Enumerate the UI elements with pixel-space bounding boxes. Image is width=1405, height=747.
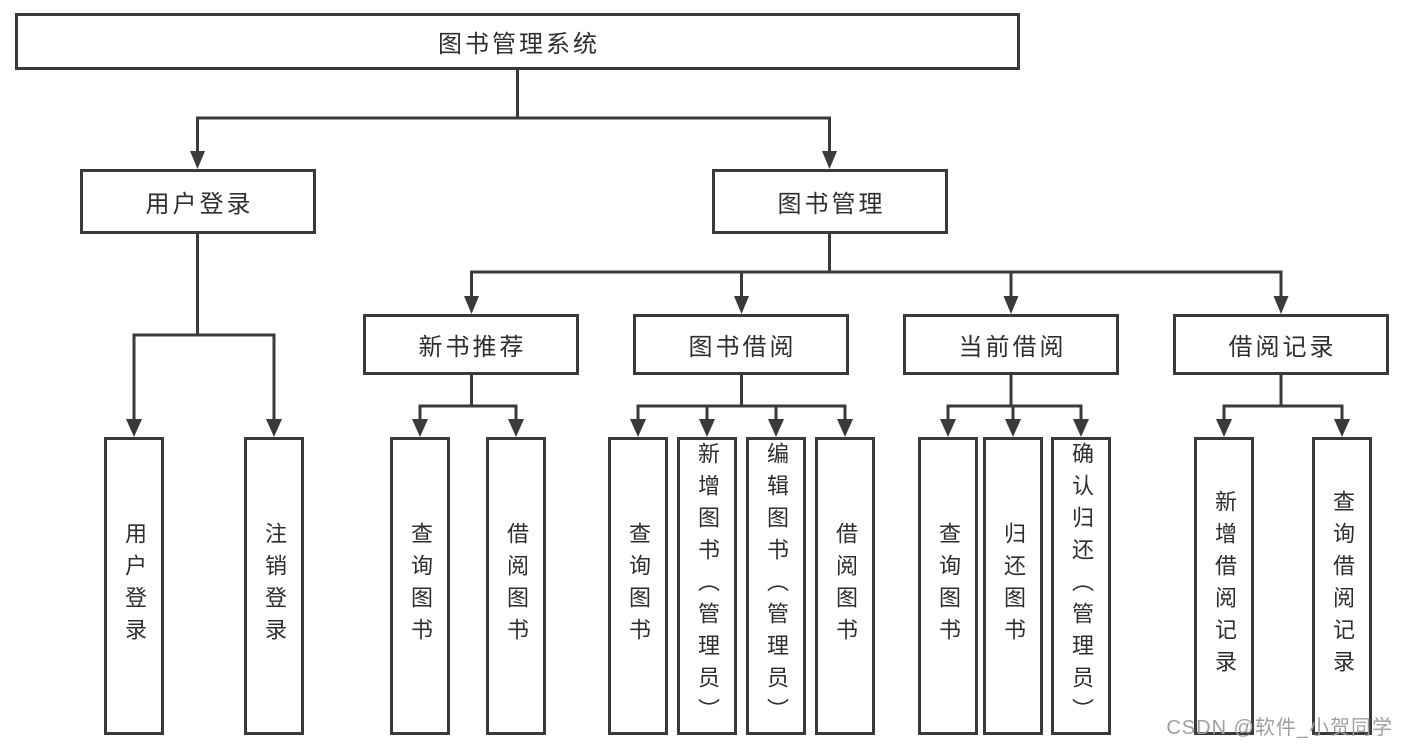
leaf-borrow-edit-book-admin-label: 编辑图书（管理员） [764,442,789,730]
node-root-label: 图书管理系统 [438,31,600,58]
leaf-newrec-borrow-book-label: 借阅图书 [504,522,529,650]
leaf-current-return-book: 归还图书 [983,437,1043,735]
leaf-borrow-add-book-admin-label: 新增图书（管理员） [695,442,720,730]
leaf-record-query-borrow-record: 查询借阅记录 [1312,437,1372,735]
node-new-book-recommend: 新书推荐 [363,314,579,375]
leaf-newrec-query-book-label: 查询图书 [408,522,433,650]
node-user-login: 用户登录 [80,169,316,234]
leaf-user-login-label: 用户登录 [122,522,147,650]
leaf-logout-label: 注销登录 [262,522,287,650]
leaf-record-add-borrow-record: 新增借阅记录 [1194,437,1254,735]
node-book-borrow: 图书借阅 [633,314,849,375]
node-book-borrow-label: 图书借阅 [688,334,797,361]
leaf-borrow-borrow-book-label: 借阅图书 [833,522,858,650]
leaf-newrec-query-book: 查询图书 [390,437,450,735]
leaf-newrec-borrow-book: 借阅图书 [486,437,546,735]
node-current-borrow-label: 当前借阅 [958,334,1067,361]
node-borrow-record: 借阅记录 [1173,314,1389,375]
node-current-borrow: 当前借阅 [903,314,1119,375]
csdn-watermark: CSDN @软件_小贺同学 [1166,717,1393,739]
leaf-current-query-book-label: 查询图书 [936,522,961,650]
leaf-borrow-query-book: 查询图书 [608,437,668,735]
leaf-borrow-add-book-admin: 新增图书（管理员） [677,437,737,735]
node-user-login-label: 用户登录 [145,191,254,218]
node-book-management: 图书管理 [712,169,948,234]
leaf-current-confirm-return-admin-label: 确认归还（管理员） [1069,442,1094,730]
node-book-management-label: 图书管理 [777,191,886,218]
node-new-book-recommend-label: 新书推荐 [418,334,527,361]
leaf-record-query-borrow-record-label: 查询借阅记录 [1330,490,1355,682]
leaf-borrow-edit-book-admin: 编辑图书（管理员） [746,437,806,735]
leaf-logout: 注销登录 [244,437,304,735]
node-borrow-record-label: 借阅记录 [1228,334,1337,361]
leaf-current-return-book-label: 归还图书 [1001,522,1026,650]
node-root-system: 图书管理系统 [15,13,1020,70]
leaf-user-login: 用户登录 [104,437,164,735]
leaf-borrow-borrow-book: 借阅图书 [815,437,875,735]
leaf-borrow-query-book-label: 查询图书 [626,522,651,650]
leaf-current-confirm-return-admin: 确认归还（管理员） [1051,437,1111,735]
leaf-record-add-borrow-record-label: 新增借阅记录 [1212,490,1237,682]
leaf-current-query-book: 查询图书 [918,437,978,735]
